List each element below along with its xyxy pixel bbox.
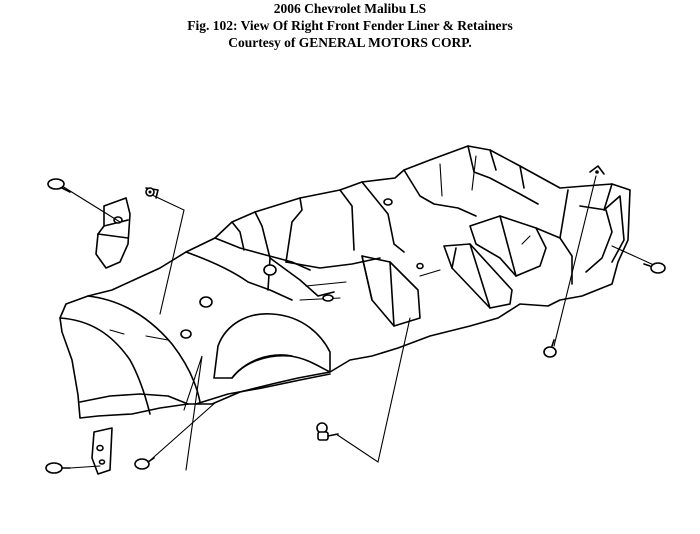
- fender-liner-body: [59, 145, 631, 419]
- retainer-rear-side: [643, 262, 666, 274]
- retainer-bottom-screw: [316, 422, 339, 441]
- lower-mounting-tab: [91, 427, 113, 475]
- figure-header: 2006 Chevrolet Malibu LS Fig. 102: View …: [0, 0, 700, 51]
- retainer-upper-bracket: [145, 187, 159, 199]
- retainer-lower-left: [45, 462, 71, 474]
- leader-lines: [61, 175, 657, 471]
- retainer-rear-lower: [543, 339, 557, 358]
- figure-caption: Fig. 102: View Of Right Front Fender Lin…: [187, 18, 513, 33]
- vehicle-title: 2006 Chevrolet Malibu LS: [273, 1, 427, 16]
- courtesy-credit: Courtesy of GENERAL MOTORS CORP.: [228, 35, 472, 50]
- upper-mounting-bracket: [95, 197, 131, 269]
- retainer-lower-center: [134, 457, 155, 470]
- retainer-upper-left: [47, 178, 71, 193]
- retainer-rear-top: [589, 165, 605, 175]
- fender-liner-drawing: [45, 145, 666, 475]
- fender-liner-diagram: [0, 56, 700, 534]
